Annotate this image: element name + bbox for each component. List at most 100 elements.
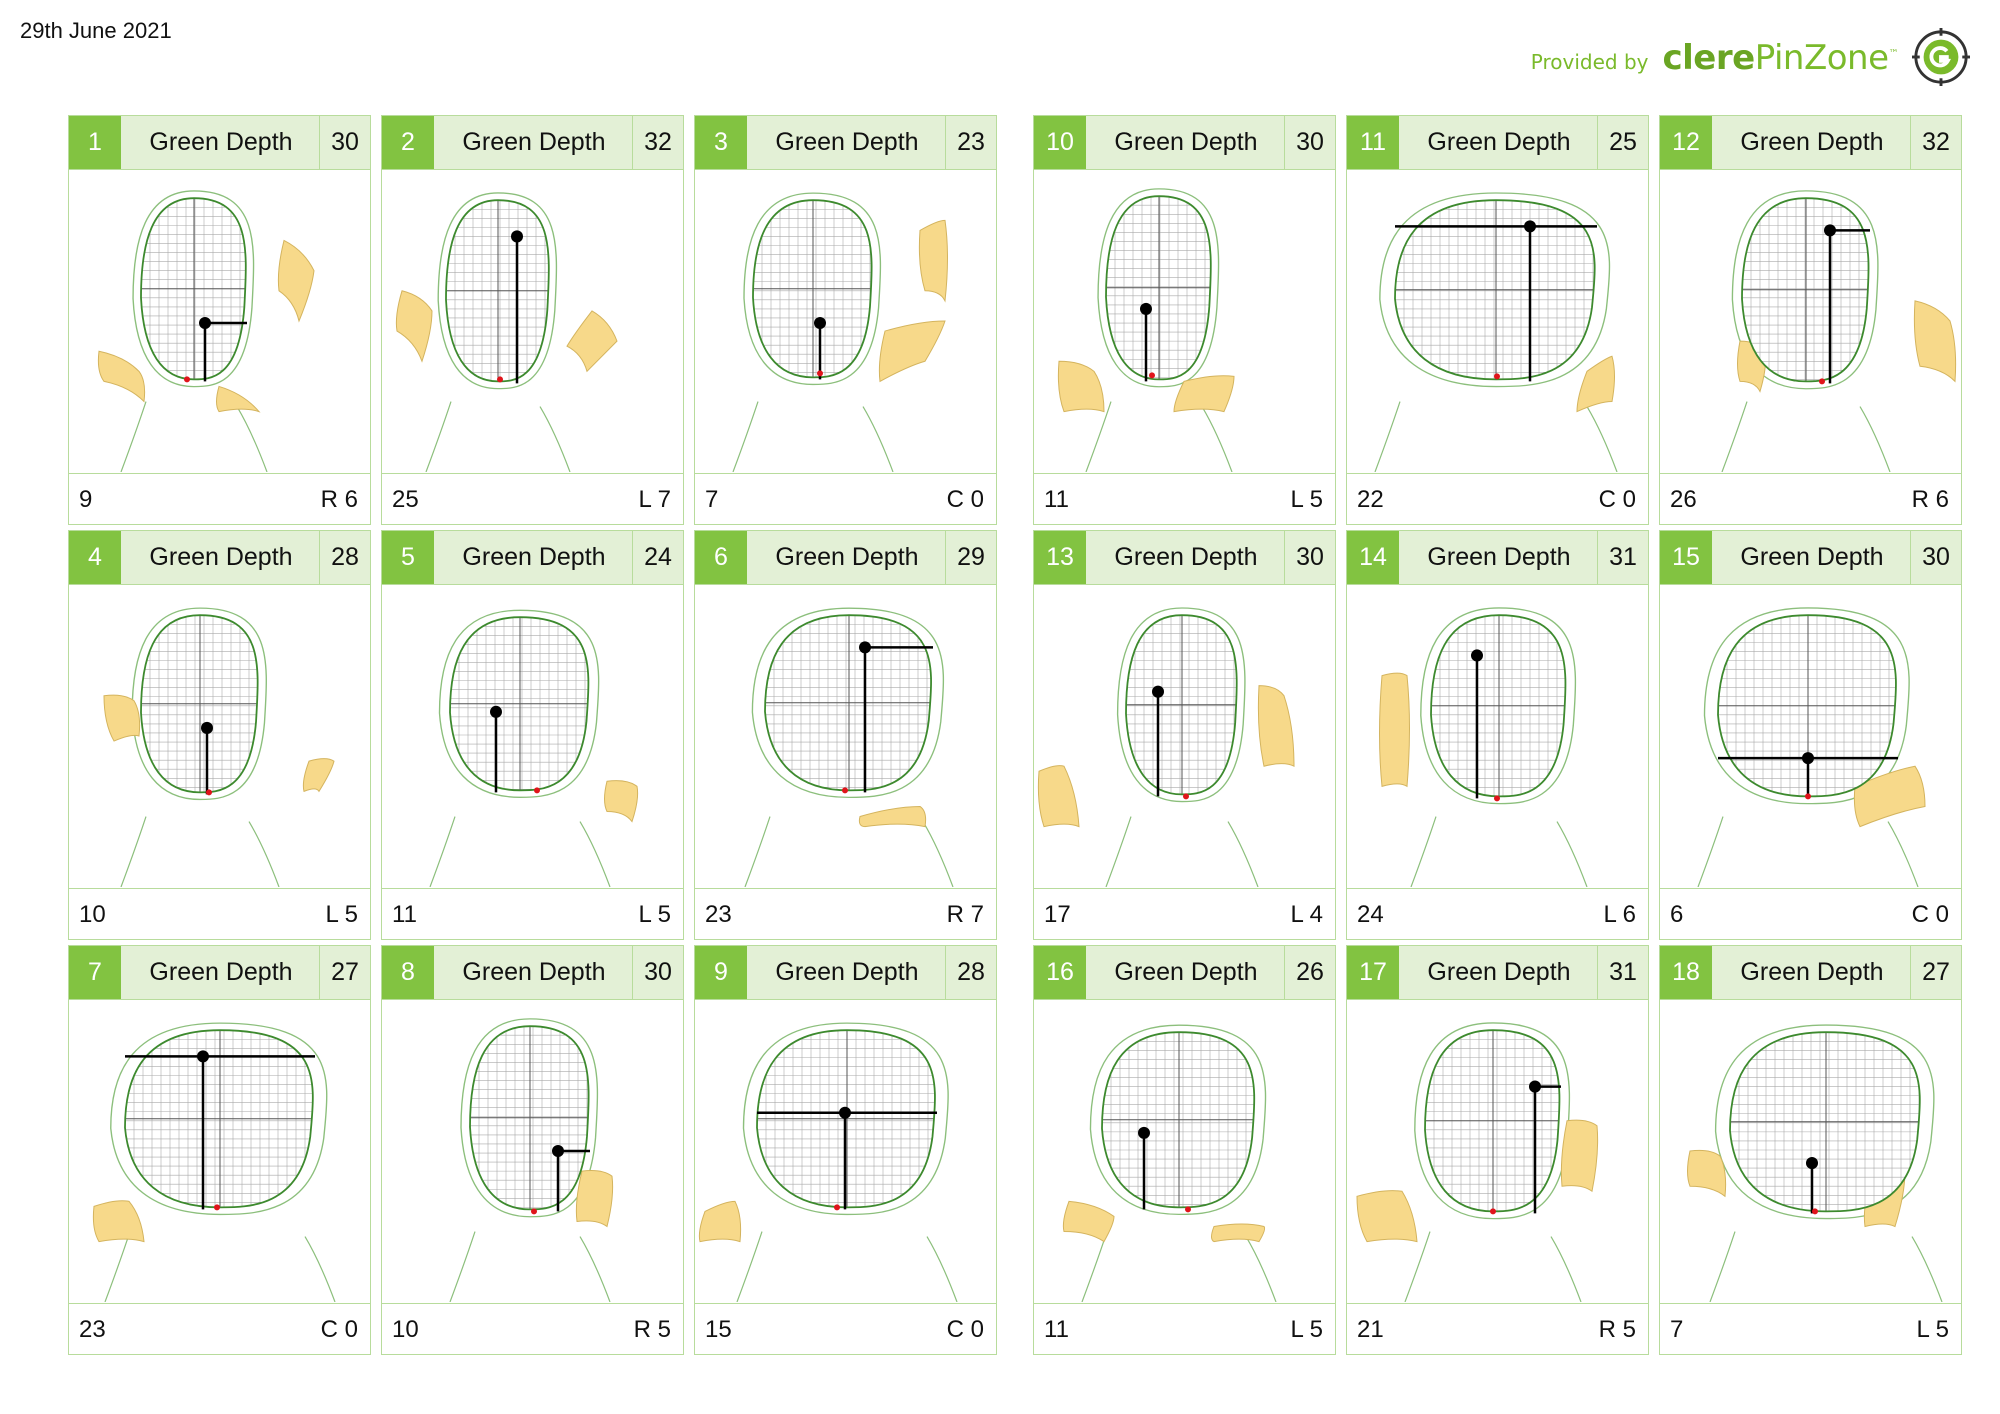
apron-outline <box>1420 607 1577 805</box>
green-depth-label: Green Depth <box>1114 128 1258 156</box>
green-diagram <box>1057 188 1235 472</box>
pin-side-offset: L 6 <box>1603 901 1636 928</box>
pin-position <box>199 316 211 330</box>
front-marker <box>497 376 503 383</box>
green-depth-label: Green Depth <box>775 543 919 571</box>
pin-side-offset: L 5 <box>638 901 671 928</box>
pin-distance-from-front: 26 <box>1670 486 1697 513</box>
hole-footer: 7 C 0 <box>695 473 996 524</box>
hole-card: 12 Green Depth 32 26 R 6 <box>1659 115 1962 525</box>
green-depth-label: Green Depth <box>775 128 919 156</box>
apron-outline <box>437 192 558 390</box>
green-depth-label: Green Depth <box>149 543 293 571</box>
front-marker <box>1812 1208 1818 1215</box>
bunker <box>566 310 618 373</box>
green-outline <box>1394 199 1596 381</box>
pin-side-offset: C 0 <box>320 1316 358 1343</box>
pin-distance-from-front: 7 <box>1670 1316 1684 1343</box>
hole-header: 8 Green Depth 30 <box>382 946 683 1000</box>
front-marker <box>184 376 190 383</box>
hole-card: 8 Green Depth 30 10 R 5 <box>381 945 684 1355</box>
hole-header: 2 Green Depth 32 <box>382 116 683 170</box>
bunker <box>1356 1190 1418 1243</box>
hole-header: 10 Green Depth 30 <box>1034 116 1335 170</box>
bunker <box>1853 765 1926 828</box>
pin-distance-from-front: 17 <box>1044 901 1071 928</box>
pin-side-offset: R 5 <box>633 1316 671 1343</box>
green-depth-label: Green Depth <box>1740 543 1884 571</box>
hole-header: 4 Green Depth 28 <box>69 531 370 585</box>
pin-side-offset: L 5 <box>1290 1316 1323 1343</box>
hole-footer: 26 R 6 <box>1660 473 1961 524</box>
bunker <box>277 239 315 323</box>
green-outline <box>1741 197 1870 383</box>
pin-distance-from-front: 23 <box>705 901 732 928</box>
hole-header: 3 Green Depth 23 <box>695 116 996 170</box>
hole-number: 16 <box>1034 946 1086 999</box>
hole-number: 12 <box>1660 116 1712 169</box>
bunker <box>604 780 639 823</box>
green-diagram <box>698 1022 958 1302</box>
hole-footer: 24 L 6 <box>1347 888 1648 939</box>
apron-tail <box>429 816 611 887</box>
hole-header: 17 Green Depth 31 <box>1347 946 1648 1000</box>
green-diagram <box>92 1022 336 1302</box>
pin-distance-from-front: 7 <box>705 486 719 513</box>
clere-logo-icon <box>1912 28 1970 86</box>
pin-position <box>814 316 826 330</box>
hole-number: 9 <box>695 946 747 999</box>
bunker <box>216 385 261 413</box>
brand-tm: ™ <box>1888 48 1899 60</box>
hole-card: 13 Green Depth 30 17 L 4 <box>1033 530 1336 940</box>
hole-header: 6 Green Depth 29 <box>695 531 996 585</box>
front-marker <box>1494 373 1500 380</box>
green-diagram <box>1721 190 1957 472</box>
green-grid <box>753 200 872 378</box>
green-depth-label: Green Depth <box>1740 958 1884 986</box>
pin-distance-from-front: 11 <box>1044 486 1069 513</box>
green-outline <box>752 199 873 379</box>
pin-position <box>1824 224 1836 237</box>
hole-number: 6 <box>695 531 747 584</box>
bunker <box>103 694 141 742</box>
apron-tail <box>1721 401 1891 472</box>
apron-tail <box>120 816 280 887</box>
pin-side-offset: R 5 <box>1598 1316 1636 1343</box>
hole-card: 9 Green Depth 28 15 C 0 <box>694 945 997 1355</box>
bunker <box>918 219 948 303</box>
pin-position <box>201 721 213 734</box>
green-depth-label: Green Depth <box>1427 958 1571 986</box>
green-grid <box>450 617 589 791</box>
hole-card: 7 Green Depth 27 23 C 0 <box>68 945 371 1355</box>
apron-tail <box>120 401 268 472</box>
pin-side-offset: L 7 <box>638 486 671 513</box>
green-depth-value: 24 <box>632 531 683 584</box>
green-depth-label: Green Depth <box>462 128 606 156</box>
hole-number: 8 <box>382 946 434 999</box>
hole-header: 15 Green Depth 30 <box>1660 531 1961 585</box>
provided-by-label: Provided by <box>1530 50 1649 74</box>
pin-position <box>1802 752 1814 765</box>
pin-position <box>1806 1157 1818 1170</box>
hole-header: 18 Green Depth 27 <box>1660 946 1961 1000</box>
hole-header: 14 Green Depth 31 <box>1347 531 1648 585</box>
bunker <box>1211 1223 1266 1243</box>
green-depth-label: Green Depth <box>1740 128 1884 156</box>
green-outline <box>140 197 247 381</box>
green-grid <box>1106 196 1211 380</box>
green-outline <box>764 614 932 792</box>
hole-header: 5 Green Depth 24 <box>382 531 683 585</box>
pin-distance-from-front: 10 <box>79 901 106 928</box>
green-outline <box>756 1029 936 1209</box>
hole-card: 2 Green Depth 32 25 L 7 <box>381 115 684 525</box>
hole-card: 5 Green Depth 24 11 L 5 <box>381 530 684 940</box>
front-marker <box>1185 1206 1191 1213</box>
hole-footer: 11 L 5 <box>1034 1303 1335 1354</box>
bunker <box>1062 1200 1115 1243</box>
green-depth-value: 28 <box>945 946 996 999</box>
green-grid <box>1395 200 1595 380</box>
green-depth-value: 30 <box>632 946 683 999</box>
green-depth-value: 27 <box>1910 946 1961 999</box>
front-marker <box>214 1204 220 1211</box>
pin-position <box>839 1106 851 1119</box>
